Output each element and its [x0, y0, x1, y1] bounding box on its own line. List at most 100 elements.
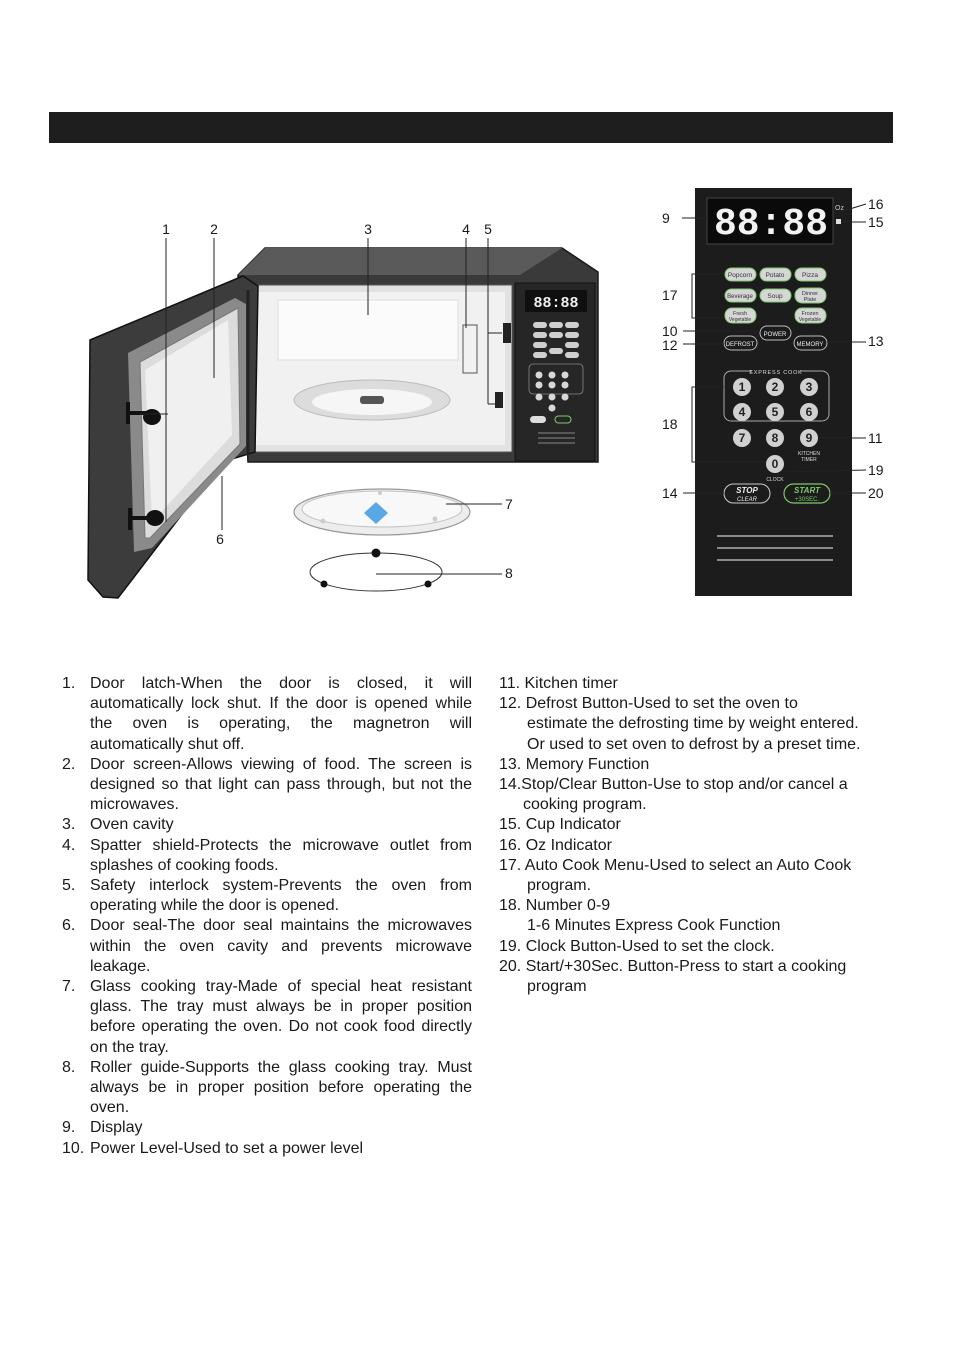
plus30-label: +30SEC.: [795, 497, 820, 503]
item-number: 1.: [62, 675, 76, 692]
digit-4: 4: [739, 405, 746, 419]
right-parts-list: 11. Kitchen timer 12. Defrost Button-Use…: [499, 674, 899, 997]
item-text: 13. Memory Function: [499, 755, 650, 773]
item-text-cont: estimate the defrosting time by weight e…: [527, 715, 859, 733]
spatter-shield: [462, 324, 478, 374]
roller-guide: [309, 548, 443, 592]
safety-interlock: [503, 323, 511, 343]
defrost-button-label: DEFROST: [726, 342, 755, 348]
dinner-plate-label-2: Plate: [804, 297, 817, 303]
fresh-vegetable-label-2: Vegetable: [729, 317, 751, 323]
digit-8: 8: [772, 431, 779, 445]
popcorn-button-label: Popcorn: [728, 272, 753, 279]
item-number: 5.: [62, 877, 76, 895]
callout-16: 16: [868, 196, 884, 212]
item-number: 7.: [62, 978, 76, 996]
list-item: 5.Safety interlock system-Prevents the o…: [62, 876, 472, 916]
callout-20: 20: [868, 485, 884, 501]
item-number: 10.: [62, 1139, 85, 1157]
memory-button: [793, 335, 828, 351]
item-text: 16. Oz Indicator: [499, 836, 612, 854]
start-label: START: [794, 486, 821, 495]
list-item: 1. Door latch-When the door is closed, it…: [62, 674, 472, 755]
list-item: 18. Number 0-9 1-6 Minutes Express Cook …: [499, 896, 899, 936]
panel-display-readout: 88:88: [714, 203, 828, 246]
item-number: 4.: [62, 836, 76, 854]
item-text: Spatter shield-Protects the microwave ou…: [90, 836, 472, 874]
item-text: 15. Cup Indicator: [499, 816, 621, 834]
callout-1: 1: [162, 221, 170, 237]
header-bar: [49, 112, 893, 143]
callout-13: 13: [868, 333, 884, 349]
list-item: 6.Door seal-The door seal maintains the …: [62, 916, 472, 977]
left-parts-list: 1. Door latch-When the door is closed, it…: [62, 674, 472, 1159]
item-text: 12. Defrost Button-Used to set the oven …: [499, 695, 798, 713]
callout-4: 4: [462, 221, 470, 237]
power-button-label: POWER: [764, 332, 787, 338]
list-item: 10. Power Level-Used to set a power level: [62, 1139, 472, 1159]
digit-5: 5: [772, 405, 779, 419]
item-text-cont: Or used to set oven to defrost by a pres…: [527, 735, 861, 753]
item-text: Power Level-Used to set a power level: [90, 1139, 364, 1157]
item-text: Glass cooking tray-Made of special heat …: [90, 978, 472, 1056]
frozen-vegetable-label-2: Vegetable: [799, 317, 821, 323]
stop-label: STOP: [736, 486, 758, 495]
timer-label: TIMER: [801, 457, 817, 463]
item-number: 3.: [62, 816, 76, 834]
glass-cooking-tray: [293, 488, 471, 536]
callout-9: 9: [662, 210, 670, 226]
item-number: 8.: [62, 1058, 76, 1076]
item-number: 2.: [62, 755, 76, 773]
left-callout-labels: 1 2 3 4 5 6 7 8: [162, 221, 513, 581]
callout-11: 11: [868, 430, 883, 446]
list-item: 15. Cup Indicator: [499, 815, 899, 835]
digit-9: 9: [806, 431, 813, 445]
list-item: 14.Stop/Clear Button-Use to stop and/or …: [499, 775, 899, 815]
item-text: Oven cavity: [90, 816, 174, 834]
list-item: 20. Start/+30Sec. Button-Press to start …: [499, 957, 899, 997]
control-panel: 88:88 Oz Popcorn Potato Pizza Beverage S…: [695, 188, 852, 596]
pizza-button-label: Pizza: [802, 272, 818, 279]
digit-6: 6: [806, 405, 813, 419]
memory-button-label: MEMORY: [797, 342, 824, 348]
microwave-diagram: 88:88: [87, 188, 884, 599]
list-item: 16. Oz Indicator: [499, 836, 899, 856]
callout-12: 12: [662, 337, 678, 353]
digit-2: 2: [772, 380, 779, 394]
power-button: [759, 325, 792, 341]
auto-cook-menu: Popcorn Potato Pizza Beverage Soup Dinne…: [724, 267, 827, 324]
digit-3: 3: [806, 380, 813, 394]
list-item: 12. Defrost Button-Used to set the oven …: [499, 694, 899, 755]
list-item: 8.Roller guide-Supports the glass cookin…: [62, 1058, 472, 1119]
microwave-door: [87, 275, 259, 599]
list-item: 4. Spatter shield-Protects the microwave …: [62, 836, 472, 876]
clear-label: CLEAR: [737, 497, 758, 503]
panel-callout-leaders: [682, 203, 867, 494]
list-item: 17. Auto Cook Menu-Used to select an Aut…: [499, 856, 899, 896]
list-item: 7. Glass cooking tray-Made of special hea…: [62, 977, 472, 1058]
express-cook-label: EXPRESS COOK: [749, 370, 802, 376]
callout-18: 18: [662, 416, 678, 432]
callout-3: 3: [364, 221, 372, 237]
item-text-cont: 1-6 Minutes Express Cook Function: [527, 917, 781, 935]
list-item: 11. Kitchen timer: [499, 674, 899, 694]
potato-button-label: Potato: [766, 272, 785, 279]
list-item: 2. Door screen-Allows viewing of food. Th…: [62, 755, 472, 816]
item-text: Door latch-When the door is closed, it w…: [90, 675, 472, 753]
item-text: 19. Clock Button-Used to set the clock.: [499, 937, 775, 955]
digit-0: 0: [772, 457, 779, 471]
item-text: 20. Start/+30Sec. Button-Press to start …: [499, 957, 847, 975]
panel-callout-labels: 9 16 15 17 10 12 13 18 11 19 14 20: [662, 196, 884, 501]
microwave-body: 88:88: [237, 247, 599, 463]
list-item: 3. Oven cavity: [62, 815, 472, 835]
item-text: 14.Stop/Clear Button-Use to stop and/or …: [499, 776, 848, 794]
item-text: Display: [90, 1119, 143, 1137]
callout-2: 2: [210, 221, 218, 237]
body-control-panel: [514, 282, 596, 462]
soup-button-label: Soup: [767, 293, 783, 300]
clock-label: CLOCK: [766, 477, 784, 483]
item-text: 11. Kitchen timer: [499, 675, 618, 692]
item-text: 18. Number 0-9: [499, 897, 611, 915]
item-text-cont: cooking program.: [523, 796, 647, 814]
item-text: Door screen-Allows viewing of food. The …: [90, 755, 472, 814]
